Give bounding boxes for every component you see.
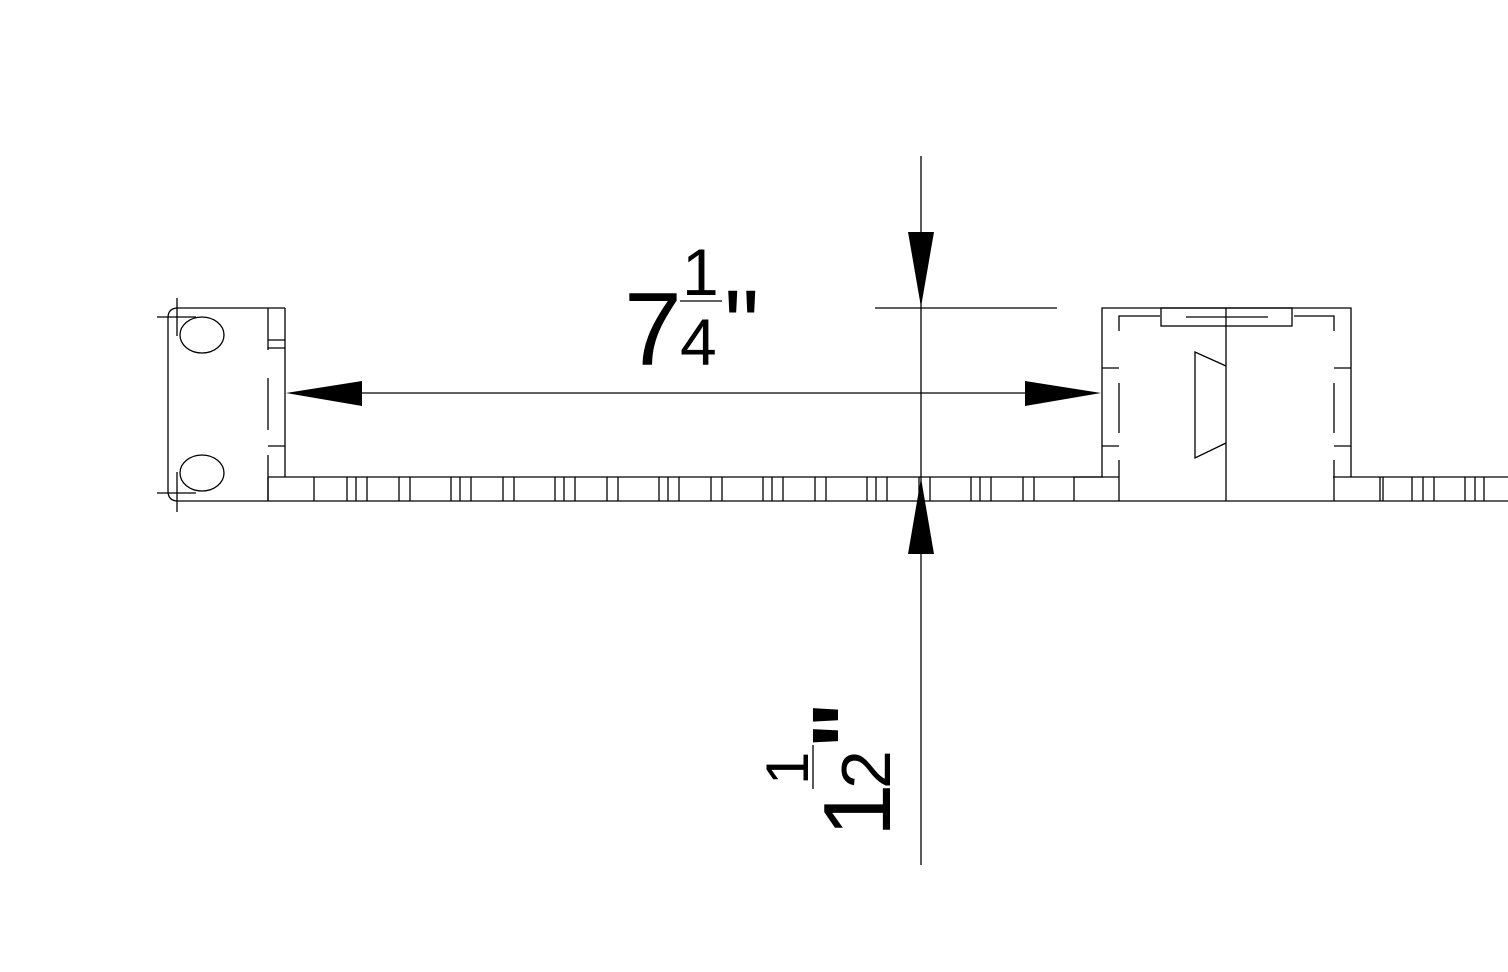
- horizontal-dimension: 7 1 4 ": [286, 235, 1101, 406]
- dimension-whole: 1: [804, 784, 911, 837]
- dimension-numerator: 1: [754, 752, 821, 785]
- dimension-unit: ": [792, 702, 904, 749]
- arrow-up-icon: [908, 478, 934, 554]
- arrow-right-icon: [1025, 381, 1101, 406]
- arrow-left-icon: [286, 381, 362, 406]
- base-strip: [267, 476, 1508, 502]
- left-mounting-bracket: [157, 298, 286, 512]
- mounting-hole-top: [179, 316, 225, 354]
- dimension-whole: 7: [624, 272, 682, 388]
- arrow-down-icon: [908, 232, 934, 307]
- vertical-dimension: 1 1 2 ": [754, 156, 1057, 865]
- dimension-unit: ": [724, 270, 760, 382]
- dimension-denominator: 4: [680, 305, 717, 379]
- dimension-numerator: 1: [682, 235, 719, 309]
- right-housing: [1074, 307, 1352, 501]
- dimension-denominator: 2: [827, 750, 905, 789]
- mounting-hole-bottom: [179, 454, 225, 492]
